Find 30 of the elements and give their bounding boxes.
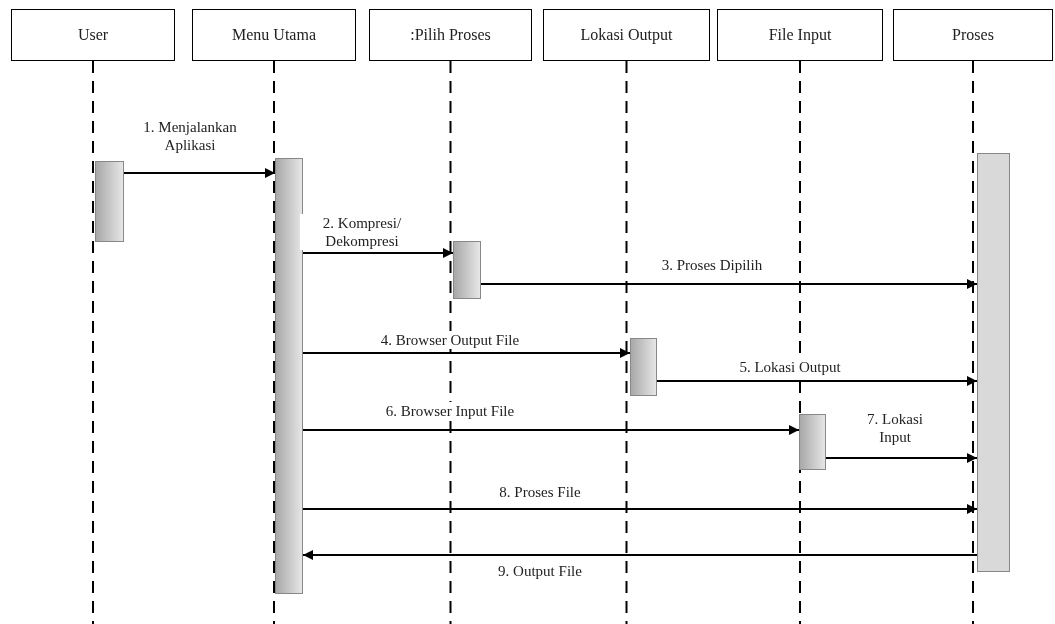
message-arrow bbox=[825, 453, 978, 463]
message-arrow bbox=[302, 550, 978, 560]
message-arrow bbox=[123, 168, 276, 178]
activation-bar bbox=[977, 153, 1010, 572]
lifeline-header-box bbox=[11, 9, 175, 61]
activation-bar bbox=[275, 158, 303, 594]
message-label: 4. Browser Output File bbox=[378, 331, 522, 349]
lifeline-name: Lokasi Output bbox=[580, 26, 673, 44]
message-arrow bbox=[302, 425, 800, 435]
message-arrow bbox=[480, 279, 978, 289]
lifeline-header-box bbox=[192, 9, 356, 61]
message-arrow bbox=[302, 348, 631, 358]
message-label: 5. Lokasi Output bbox=[737, 358, 843, 376]
lifeline-name: File Input bbox=[768, 26, 832, 44]
message-arrow bbox=[656, 376, 978, 386]
lifeline-name: Menu Utama bbox=[232, 26, 316, 44]
lifeline-name: User bbox=[77, 26, 109, 44]
activation-bar bbox=[95, 161, 124, 242]
activation-bar bbox=[630, 338, 657, 396]
lifeline-header-box bbox=[369, 9, 532, 61]
lifeline-name: :Pilih Proses bbox=[410, 26, 491, 44]
message-arrow bbox=[302, 504, 978, 514]
message-arrow bbox=[302, 248, 454, 258]
lifeline-header-box bbox=[717, 9, 883, 61]
lifeline-header-box bbox=[893, 9, 1053, 61]
message-label: 6. Browser Input File bbox=[383, 402, 517, 420]
lifeline-name: Proses bbox=[952, 26, 994, 44]
activation-bar bbox=[453, 241, 481, 299]
lifeline-header-box bbox=[543, 9, 710, 61]
activation-bar bbox=[799, 414, 826, 470]
